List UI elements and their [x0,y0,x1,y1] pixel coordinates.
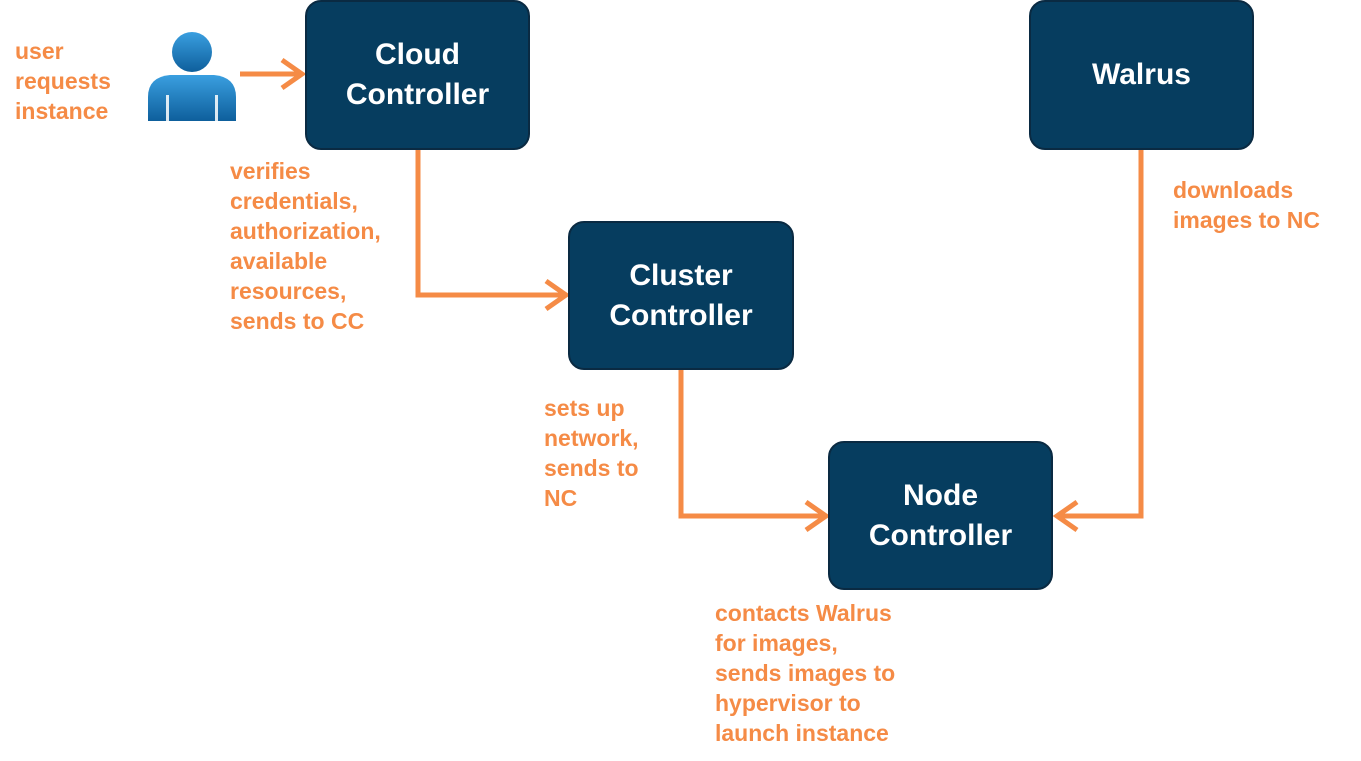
walrus-box: Walrus [1029,0,1254,150]
node-controller-label: Node Controller [868,478,1013,552]
cloud-controller-box: Cloud Controller [305,0,530,150]
arrow-walrus-to-node-controller [1052,150,1144,533]
arrow-cluster-to-node-controller [678,370,831,533]
node-controller-box: Node Controller [828,441,1053,590]
cluster-controller-annotation: sets up network, sends to NC [544,395,639,511]
cluster-controller-label: Cluster Controller [609,258,753,332]
arrow-cloud-to-cluster-controller [415,150,571,312]
cluster-controller-box: Cluster Controller [568,221,794,370]
user-icon [148,32,236,121]
node-controller-annotation: contacts Walrus for images, sends images… [715,600,896,746]
walrus-label: Walrus [1092,58,1191,91]
walrus-annotation: downloads images to NC [1173,177,1320,233]
user-request-annotation: user requests instance [15,38,111,124]
cloud-controller-annotation: verifies credentials, authorization, ava… [230,158,381,334]
cloud-controller-label: Cloud Controller [345,38,490,111]
arrow-user-to-cloud-controller [240,57,307,91]
